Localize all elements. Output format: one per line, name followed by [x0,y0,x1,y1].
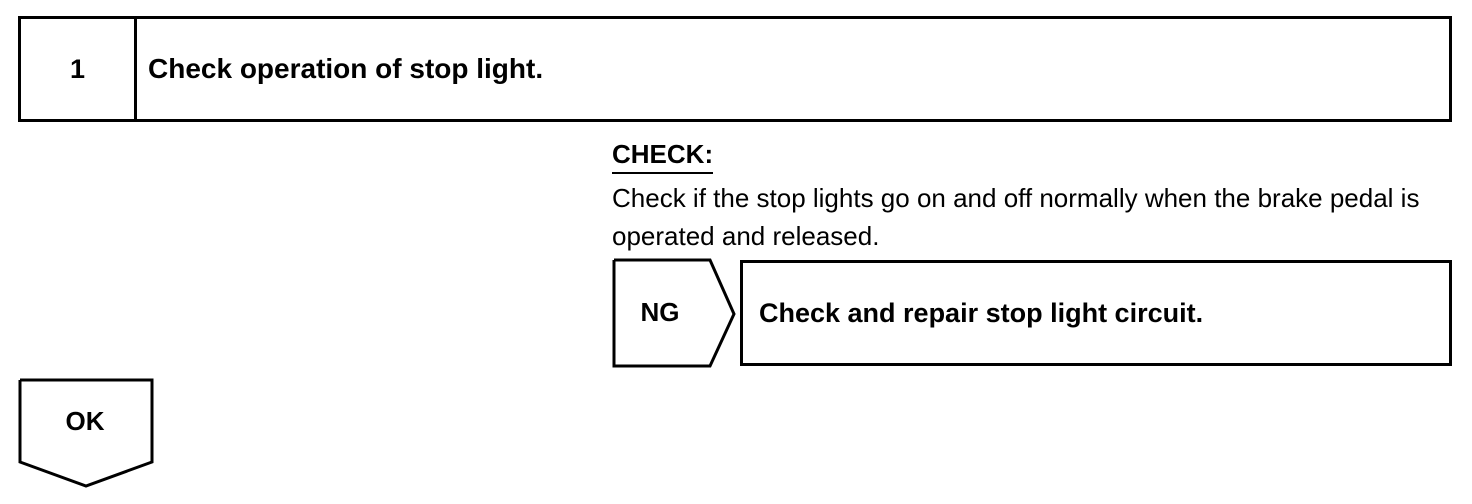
ng-result-text: Check and repair stop light circuit. [759,297,1204,328]
check-heading: CHECK: [612,137,714,174]
step-header: 1 Check operation of stop light. [18,16,1452,122]
ng-label: NG [640,296,680,327]
check-instruction: Check if the stop lights go on and off n… [612,183,1420,251]
ok-label: OK [65,405,105,436]
ng-result-box: Check and repair stop light circuit. [740,260,1452,366]
ok-arrow-icon [18,378,154,488]
ng-arrow-icon [612,258,736,368]
step-number: 1 [21,19,137,119]
step-title: Check operation of stop light. [148,53,544,84]
